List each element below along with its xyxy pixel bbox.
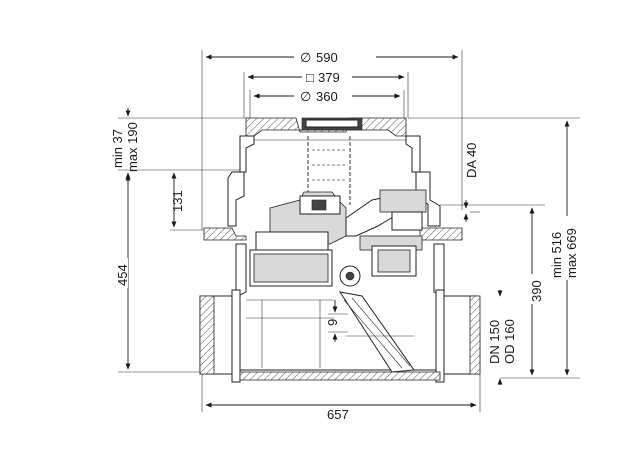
tank-base (239, 371, 441, 381)
dim-label-max190: max 190 (125, 122, 140, 172)
top-dimensions: ∅ 590 □ 379 ∅ 360 (201, 48, 463, 230)
upper-shaft (239, 135, 255, 173)
dim-label-131: 131 (170, 190, 185, 212)
dim-label-379: 379 (318, 70, 340, 85)
dim-label-da40: DA 40 (464, 143, 479, 178)
dim-label-657: 657 (327, 407, 349, 422)
dim-label-min37: min 37 (110, 129, 125, 168)
dim-label-9: 9 (325, 319, 340, 326)
dim-label-min516: min 516 (549, 232, 564, 278)
dim-label-390: 390 (529, 280, 544, 302)
dim-label-360: 360 (316, 89, 338, 104)
dim-label-max669: max 669 (564, 228, 579, 278)
dim-label-454: 454 (115, 264, 130, 286)
dim-label-od160: OD 160 (502, 319, 517, 364)
diameter-symbol-360: ∅ (300, 89, 311, 104)
square-symbol-379: □ (306, 70, 314, 85)
grease-separator-body (199, 117, 481, 383)
inner-dimension-9: 9 (325, 300, 348, 342)
adjusting-collar (227, 171, 245, 227)
right-dimensions: DA 40 min 516 max 669 390 DN 150 OD 160 (408, 117, 582, 385)
dim-label-590: 590 (316, 50, 338, 65)
diameter-symbol-590: ∅ (300, 50, 311, 65)
dim-label-dn150: DN 150 (487, 320, 502, 364)
